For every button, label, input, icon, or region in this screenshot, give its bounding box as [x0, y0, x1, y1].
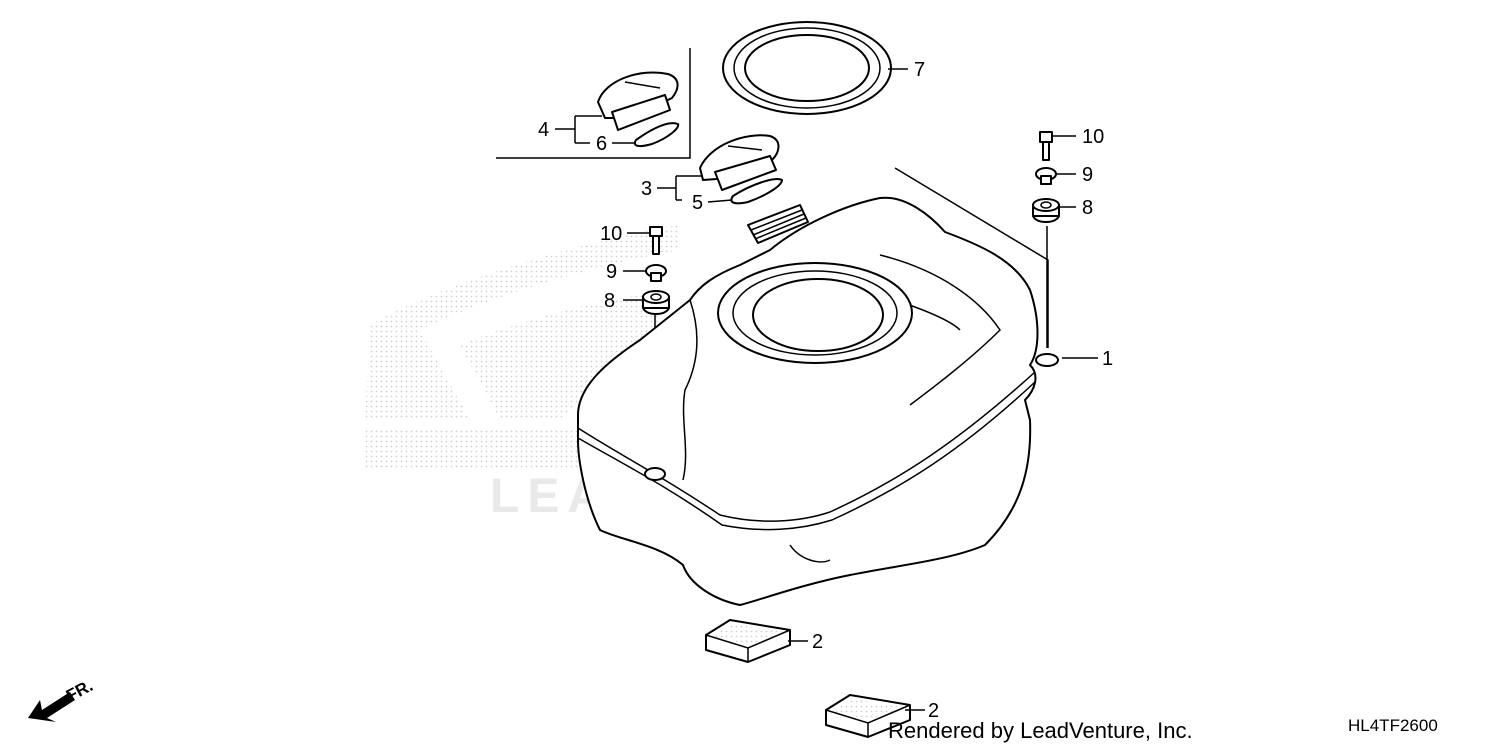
filler-neck [747, 204, 809, 244]
fuel-tank [577, 196, 1059, 606]
diagram-code: HL4TF2600 [1348, 716, 1438, 735]
callout-9-right: 9 [1082, 164, 1093, 186]
callout-1: 1 [1102, 348, 1113, 370]
render-credit: Rendered by LeadVenture, Inc. [888, 718, 1193, 743]
callout-8-left: 8 [604, 290, 615, 312]
tank-pad-lower [825, 694, 911, 738]
collar-right [1035, 167, 1057, 185]
leader-lines [555, 68, 1098, 711]
tank-pad-upper [705, 619, 791, 663]
cap-gasket-inset [633, 122, 680, 148]
grommet-left [642, 290, 670, 315]
grommet-right [1032, 198, 1060, 223]
bolt-right [1039, 131, 1053, 161]
callout-8-right: 8 [1082, 197, 1093, 219]
callout-10-right: 10 [1082, 126, 1104, 148]
fuel-cap [699, 134, 780, 191]
fuel-cap-inset [597, 71, 679, 131]
inset-frame [496, 48, 691, 159]
front-direction-arrow: FR. [28, 676, 96, 722]
callout-2-lower: 2 [928, 700, 939, 722]
callout-10-left: 10 [600, 223, 622, 245]
callout-6: 6 [596, 133, 607, 155]
collar-left [645, 264, 667, 282]
callout-2-upper: 2 [812, 631, 823, 653]
callout-5: 5 [692, 192, 703, 214]
callout-7: 7 [914, 59, 925, 81]
callout-4: 4 [538, 119, 549, 141]
cap-gasket [730, 178, 783, 205]
callout-3: 3 [641, 178, 652, 200]
callout-9-left: 9 [606, 261, 617, 283]
retainer-ring [722, 21, 892, 115]
